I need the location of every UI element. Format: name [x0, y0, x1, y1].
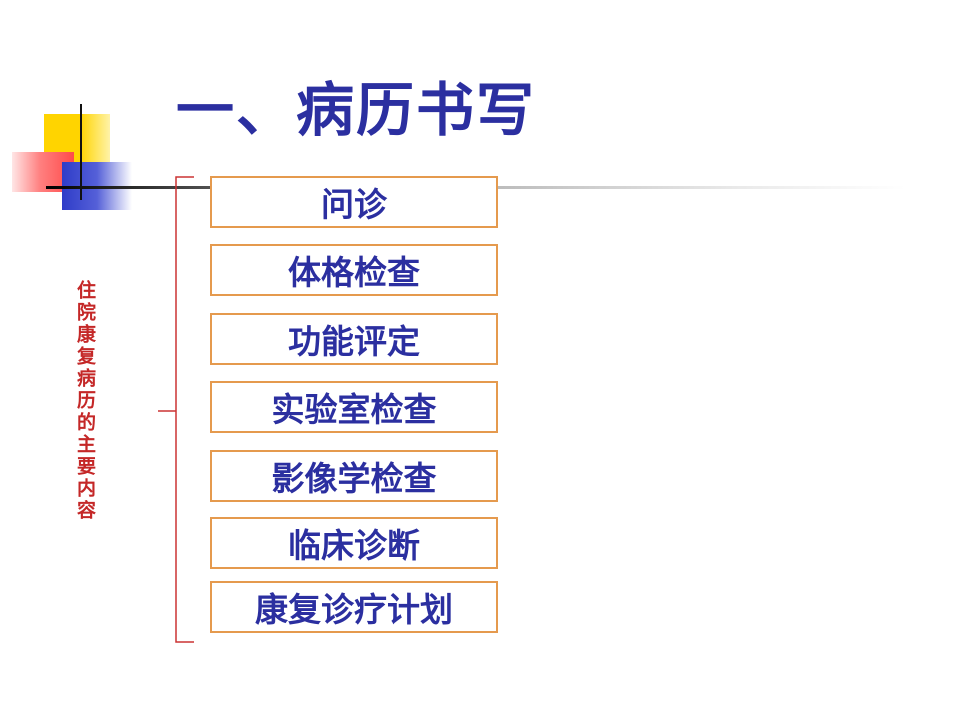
slide-title: 一、病历书写: [176, 76, 537, 144]
item-box-rehab-plan: 康复诊疗计划: [210, 581, 498, 633]
item-box-lab-tests: 实验室检查: [210, 381, 498, 433]
item-box-functional-assessment: 功能评定: [210, 313, 498, 365]
item-box-inquiry: 问诊: [210, 176, 498, 228]
item-box-physical-exam: 体格检查: [210, 244, 498, 296]
side-label: 住院康复病历的主要内容: [74, 280, 96, 522]
content-item-list: 问诊 体格检查 功能评定 实验室检查 影像学检查 临床诊断 康复诊疗计划: [210, 176, 502, 640]
logo-vertical-line: [80, 104, 82, 200]
bracket: [158, 176, 198, 644]
bracket-shape: [158, 176, 194, 643]
item-box-imaging: 影像学检查: [210, 450, 498, 502]
item-box-clinical-diagnosis: 临床诊断: [210, 517, 498, 569]
